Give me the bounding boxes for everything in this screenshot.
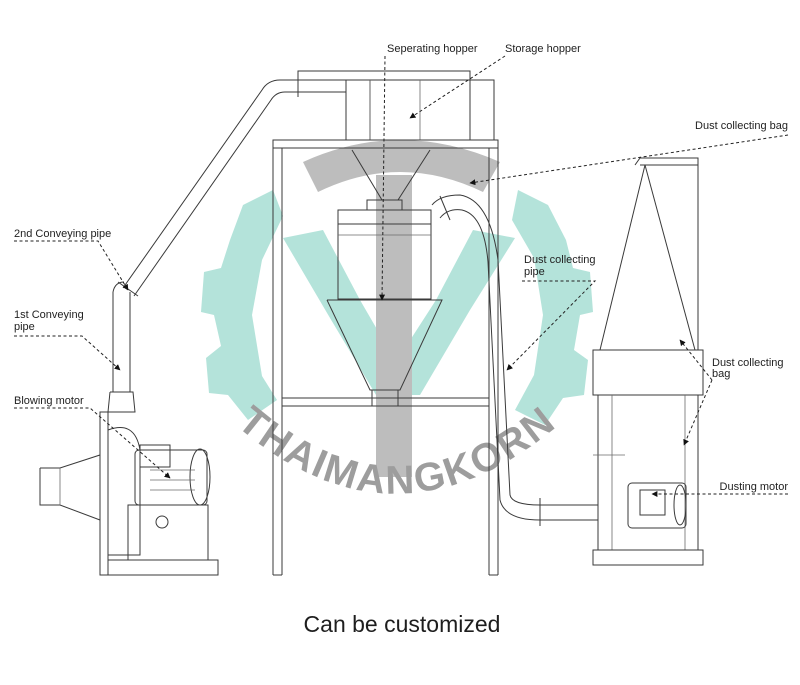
label-dust-collecting-bag-right-line1: Dust collecting	[712, 357, 784, 369]
machine-lines	[39, 70, 704, 576]
caption: Can be customized	[304, 611, 501, 637]
label-dust-collecting-pipe-line1: Dust collecting	[524, 254, 596, 266]
label-dusting-motor: Dusting motor	[720, 481, 789, 493]
logo-gray-arc	[303, 140, 500, 192]
support-frame	[272, 139, 499, 576]
blowing-fan-unit	[39, 411, 219, 576]
first-conveying-pipe	[107, 281, 136, 413]
watermark-logo: THAIMANGKORN	[201, 140, 593, 503]
storage-hopper-top	[297, 70, 471, 81]
second-conveying-pipe	[117, 75, 347, 297]
annotation-leaders	[14, 55, 789, 497]
label-storage-hopper: Storage hopper	[505, 43, 581, 55]
logo-gray-stem	[376, 175, 412, 477]
label-first-conveying-pipe-line2: pipe	[14, 321, 35, 333]
label-blowing-motor: Blowing motor	[14, 395, 84, 407]
label-dust-collecting-pipe-line2: pipe	[524, 266, 545, 278]
label-dust-collecting-bag-right-line2: bag	[712, 368, 730, 380]
logo-gear-right	[512, 190, 593, 425]
logo-teal-v	[283, 230, 515, 395]
label-first-conveying-pipe-line1: 1st Conveying	[14, 309, 84, 321]
dust-collector-unit	[592, 157, 704, 566]
logo-gear-left	[201, 190, 283, 420]
label-second-conveying-pipe: 2nd Conveying pipe	[14, 228, 111, 240]
label-dust-collecting-bag-top: Dust collecting bag	[695, 120, 788, 132]
label-separating-hopper: Seperating hopper	[387, 43, 478, 55]
labels: Seperating hopper Storage hopper Dust co…	[14, 43, 788, 493]
